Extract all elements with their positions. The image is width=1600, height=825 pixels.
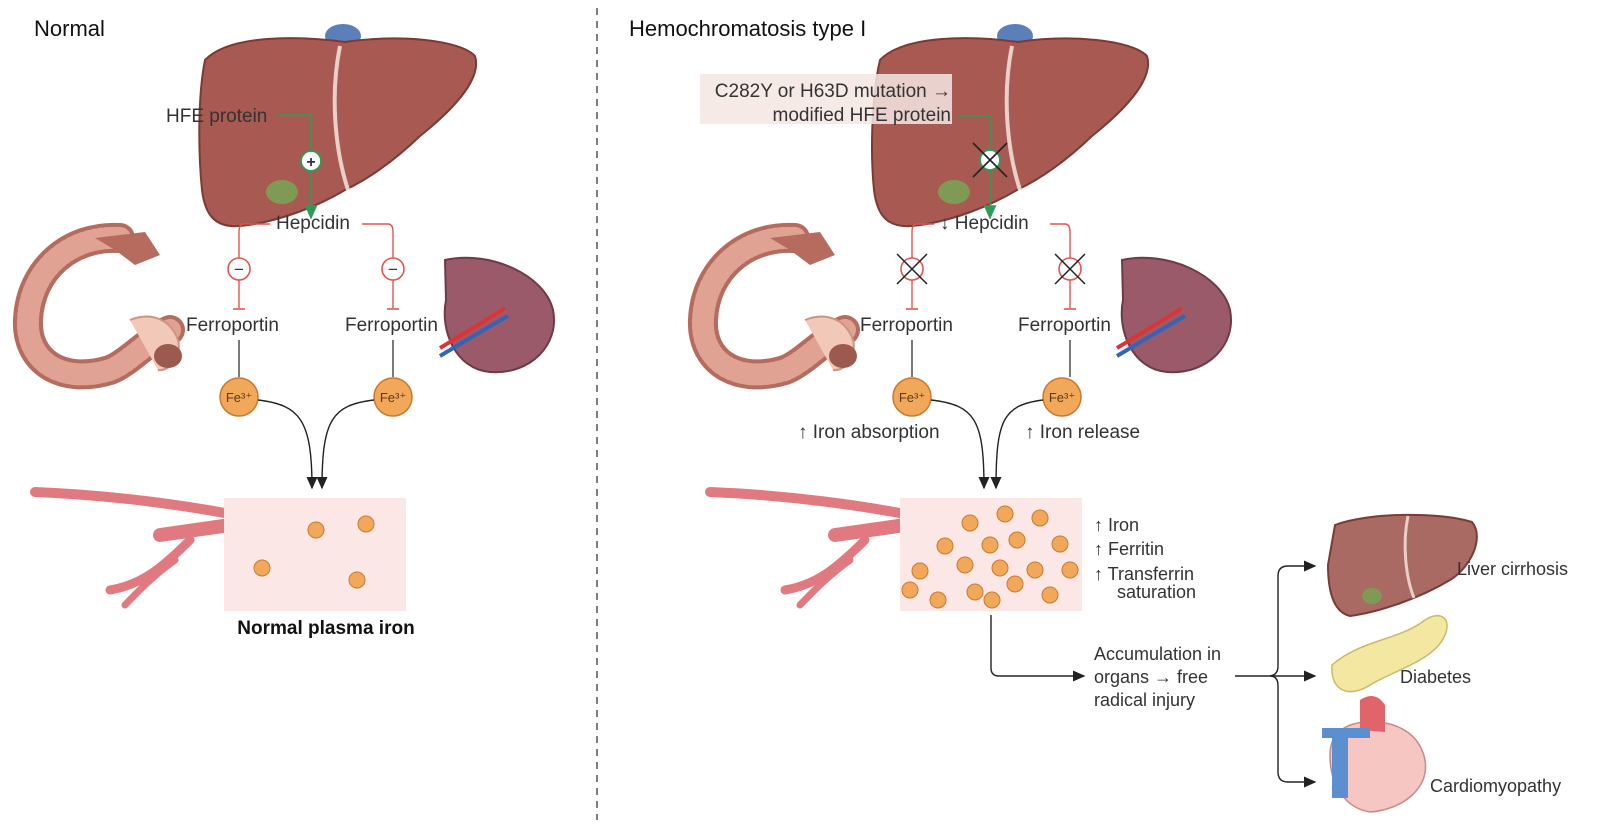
disease-panel-title: Hemochromatosis type I [629, 16, 866, 41]
iron-absorption-label: ↑ Iron absorption [798, 422, 940, 443]
hepcidin-inhibit-left [238, 223, 270, 308]
intestine-illustration-disease [687, 222, 860, 390]
outcome-branch-arrows [1235, 560, 1317, 677]
cirrhotic-liver-illustration [1326, 513, 1478, 618]
iron-ion-right [373, 377, 413, 417]
iron-flow-arrow-right [316, 399, 375, 490]
lab-transferrin-line1: ↑ Transferrin [1094, 564, 1194, 584]
accumulation-line1: Accumulation in [1094, 644, 1221, 664]
iron-ion-left-label: Fe³⁺ [226, 390, 252, 405]
accumulation-line2: organs → free [1094, 667, 1208, 687]
outcome-cardiomyopathy: Cardiomyopathy [1430, 776, 1561, 796]
iron-ion-right-disease-label: Fe³⁺ [1049, 390, 1075, 405]
iron-ion-right-label: Fe³⁺ [380, 390, 406, 405]
hfe-protein-label: HFE protein [166, 106, 267, 127]
spleen-illustration-disease [1115, 256, 1233, 374]
mutation-label-line1: C282Y or H63D mutation → [715, 81, 951, 102]
liver-illustration [198, 24, 478, 228]
mutation-label-line2: modified HFE protein [773, 105, 951, 126]
outcome-diabetes: Diabetes [1400, 667, 1471, 687]
stimulation-symbol [300, 150, 322, 172]
minus-sign-left: − [234, 260, 244, 279]
plasma-iron-particles [253, 515, 375, 589]
outcome-liver-cirrhosis: Liver cirrhosis [1457, 559, 1568, 579]
inhibition-symbol-left [227, 257, 251, 281]
iron-ion-left-disease-label: Fe³⁺ [899, 390, 925, 405]
inhibition-symbol-right [381, 257, 405, 281]
blocked-inhibition-cross-right [1054, 253, 1086, 285]
lab-transferrin-line2: saturation [1117, 582, 1196, 602]
ferroportin-left-label-disease: Ferroportin [860, 315, 953, 336]
ferroportin-left-label: Ferroportin [186, 315, 279, 336]
normal-panel-title: Normal [34, 16, 105, 41]
accumulation-arrow [990, 615, 1086, 682]
minus-sign-right: − [388, 260, 398, 279]
hepcidin-label: Hepcidin [276, 213, 350, 234]
iron-flow-arrow-left [257, 399, 318, 490]
heart-illustration [1322, 696, 1427, 813]
hfe-stimulation-arrow [278, 114, 318, 220]
iron-ion-left [219, 377, 259, 417]
normal-plasma-label: Normal plasma iron [237, 618, 414, 639]
blocked-stimulation-cross [972, 142, 1008, 178]
spleen-illustration [438, 256, 556, 374]
lab-iron: ↑ Iron [1094, 515, 1139, 535]
plasma-iron-particles-elevated [901, 505, 1079, 609]
accumulation-line3: radical injury [1094, 690, 1195, 710]
iron-ion-left-disease [892, 377, 932, 417]
iron-release-label: ↑ Iron release [1025, 422, 1140, 443]
hepcidin-decrease-label: ↓ Hepcidin [940, 213, 1029, 234]
intestine-illustration [12, 222, 185, 390]
iron-ion-right-disease [1042, 377, 1082, 417]
ferroportin-right-label: Ferroportin [345, 315, 438, 336]
pancreas-illustration [1331, 614, 1448, 693]
hepcidin-inhibit-right [362, 223, 394, 308]
plus-sign: + [306, 154, 315, 171]
lab-ferritin: ↑ Ferritin [1094, 539, 1164, 559]
normal-plasma-box [224, 498, 406, 611]
ferroportin-right-label-disease: Ferroportin [1018, 315, 1111, 336]
blocked-inhibition-cross-left [896, 253, 928, 285]
hfe-stimulation-arrow-blocked [957, 115, 997, 220]
